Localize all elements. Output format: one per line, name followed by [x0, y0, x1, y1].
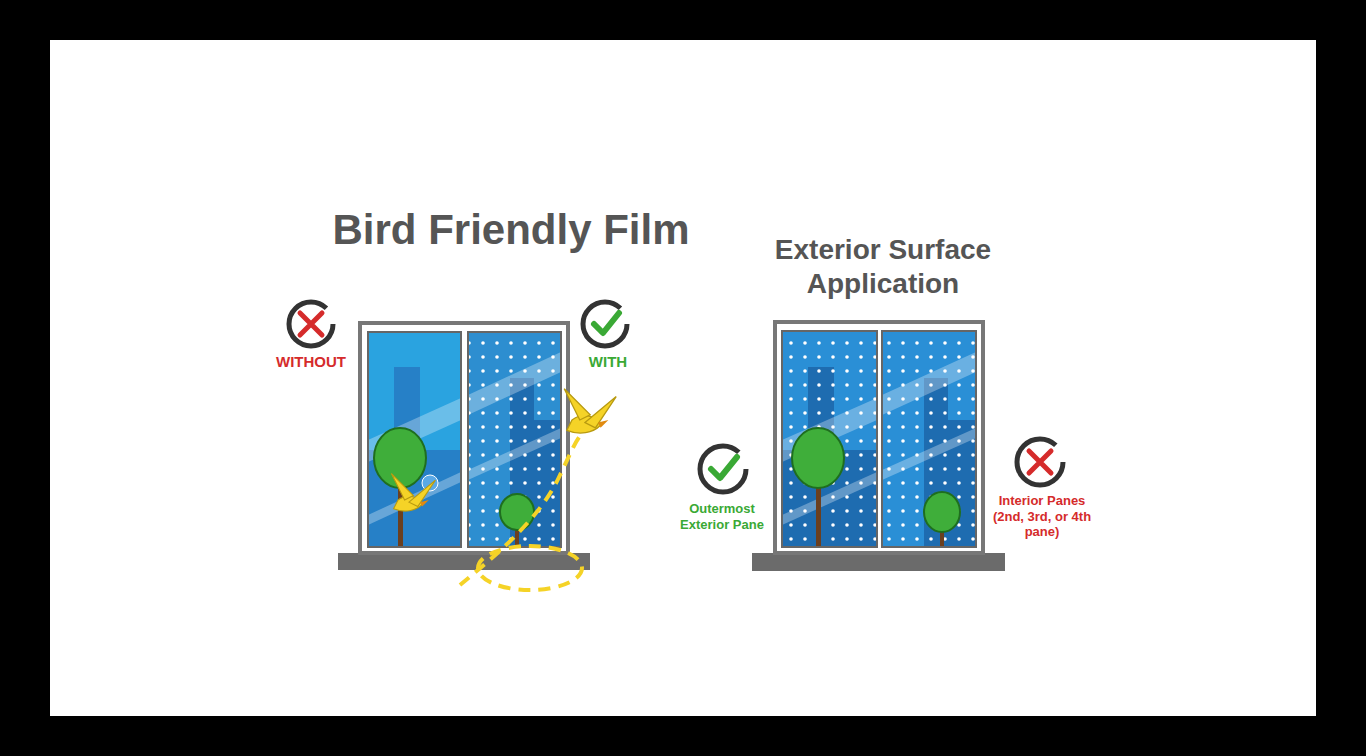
without-label: WITHOUT [256, 353, 366, 371]
main-title: Bird Friendly Film [301, 205, 721, 255]
pane-label: Outermost Exterior Pane [670, 501, 774, 532]
white-panel [50, 40, 1316, 716]
with-label: WITH [568, 353, 648, 371]
pane-label: Interior Panes (2nd, 3rd, or 4th pane) [989, 493, 1095, 540]
section-title: Exterior Surface Application [748, 233, 1018, 300]
